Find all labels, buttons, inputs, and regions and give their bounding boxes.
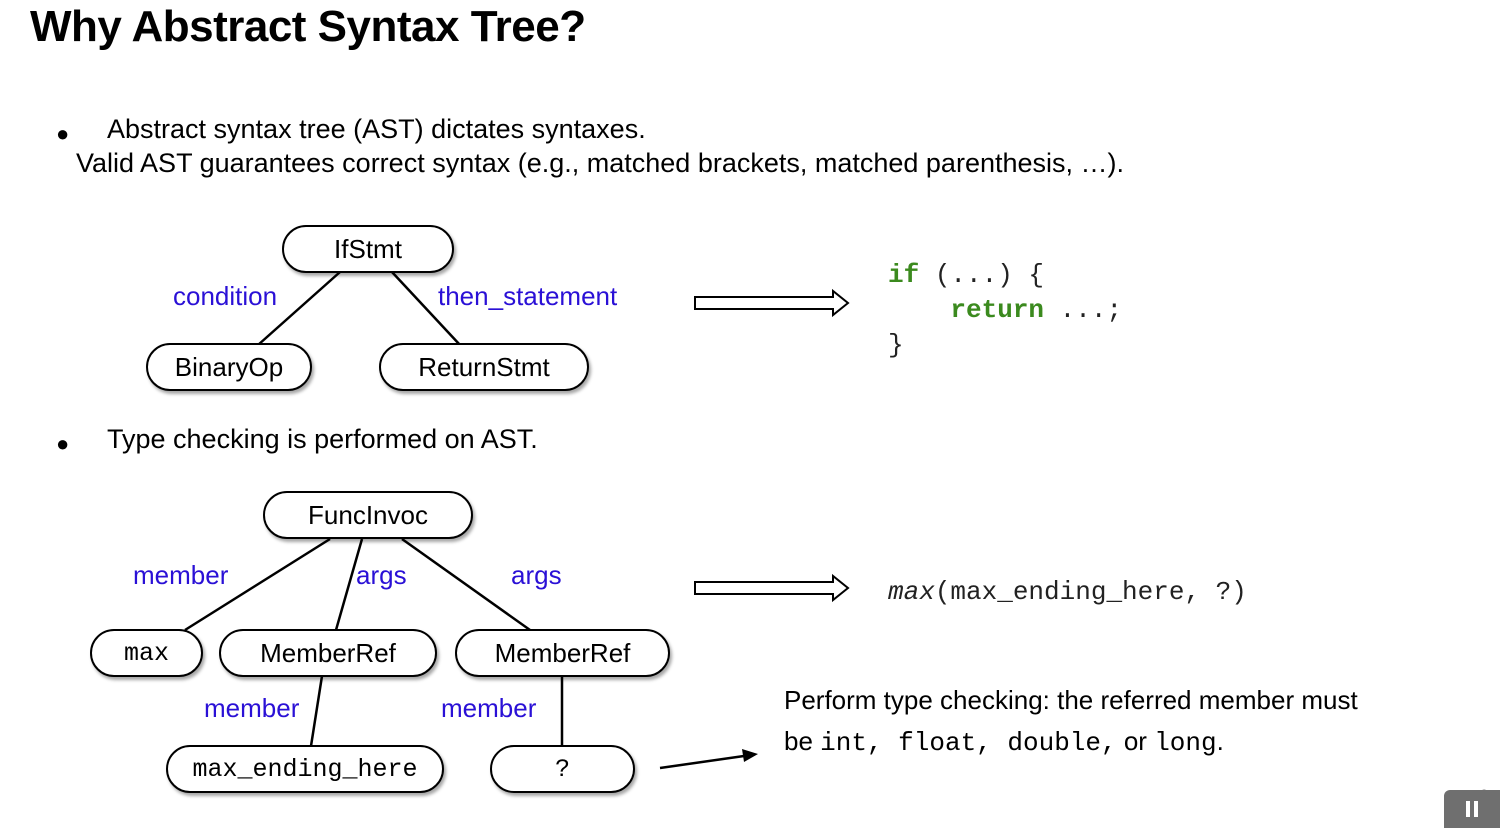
code-return-rest: ...; <box>1044 295 1123 325</box>
note-line-2: be int, float, double, or long. <box>784 721 1358 764</box>
bullet-1-line-2: Valid AST guarantees correct syntax (e.g… <box>76 148 1125 178</box>
edge-label-condition: condition <box>173 281 278 311</box>
edge-label-then-statement: then_statement <box>438 281 618 311</box>
note-line-1: Perform type checking: the referred memb… <box>784 685 1358 715</box>
bullet-marker: ● <box>56 121 70 146</box>
node-funcinvoc: FuncInvoc <box>263 491 473 539</box>
edge-label-member-ref1: member <box>204 693 300 723</box>
pause-icon <box>1474 801 1478 817</box>
pause-icon <box>1466 801 1470 817</box>
edge-label-member-ref2: member <box>441 693 537 723</box>
code-close-brace: } <box>888 330 904 360</box>
code-if-rest: (...) { <box>919 260 1045 290</box>
note-period: . <box>1216 726 1224 756</box>
note-or: or <box>1116 726 1155 756</box>
pause-button[interactable] <box>1444 790 1500 828</box>
edge-label-args-1: args <box>356 560 407 590</box>
type-check-note: Perform type checking: the referred memb… <box>784 680 1358 764</box>
node-binaryop: BinaryOp <box>146 343 312 391</box>
note-long: long <box>1154 728 1217 758</box>
node-memberref-1: MemberRef <box>219 629 437 677</box>
code-if-statement: if (...) { return ...; } <box>888 258 1122 363</box>
node-memberref-2: MemberRef <box>455 629 670 677</box>
node-max-ending-here: max_ending_here <box>166 745 444 793</box>
code-func-args: (max_ending_here, ?) <box>934 577 1247 607</box>
note-be: be <box>784 726 821 756</box>
code-keyword-if: if <box>888 260 920 290</box>
node-max: max <box>90 629 203 677</box>
bullet-2-line-1: Type checking is performed on AST. <box>107 424 538 454</box>
node-returnstmt: ReturnStmt <box>379 343 589 391</box>
node-ifstmt: IfStmt <box>282 225 454 273</box>
bullet-marker: ● <box>56 431 70 456</box>
code-func-name: max <box>888 577 935 607</box>
slide-title: Why Abstract Syntax Tree? <box>30 2 586 51</box>
node-unknown: ? <box>490 745 635 793</box>
bullet-1-line-1: Abstract syntax tree (AST) dictates synt… <box>107 114 646 144</box>
edge-label-args-2: args <box>511 560 562 590</box>
edge-label-member: member <box>133 560 229 590</box>
code-keyword-return: return <box>950 295 1045 325</box>
code-func-invocation: max(max_ending_here, ?) <box>888 575 1247 610</box>
note-types: int, float, double, <box>820 728 1117 758</box>
